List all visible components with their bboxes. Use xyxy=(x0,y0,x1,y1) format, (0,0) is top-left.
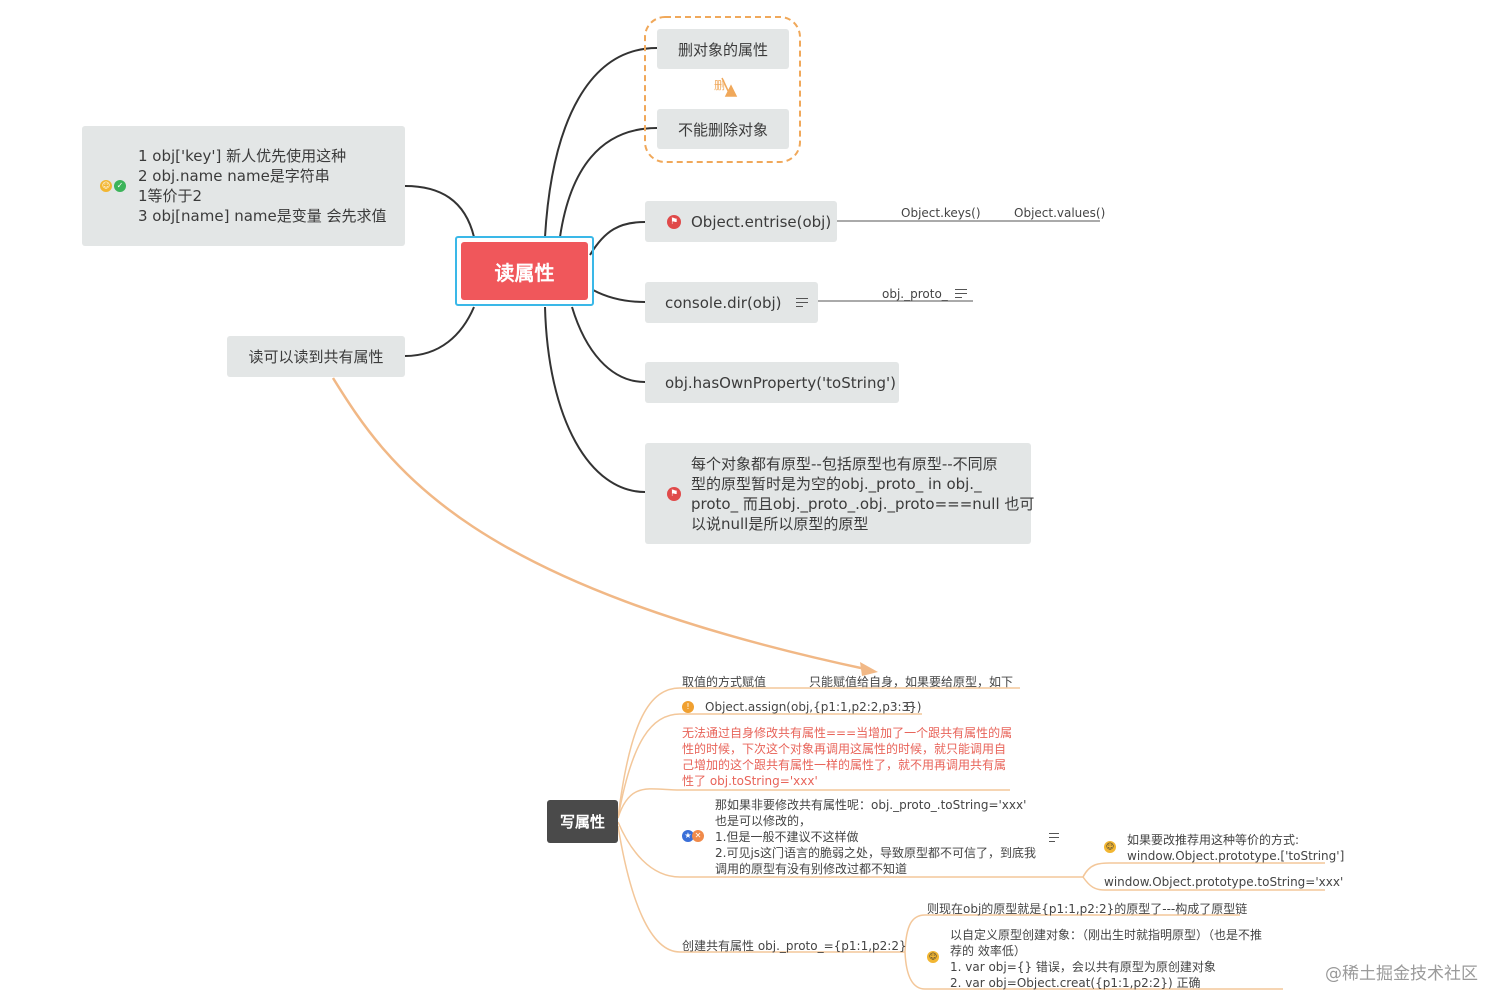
ways-line: 1 obj['key'] 新人优先使用这种 xyxy=(138,147,347,165)
modify-line: 2.可见js这门语言的脆弱之处，导致原型都不可信了，到底我 xyxy=(715,846,1037,860)
shared-read-arrowhead xyxy=(860,662,878,676)
entries-child-values[interactable]: Object.values() xyxy=(1014,206,1106,220)
write-conn-create xyxy=(617,825,905,953)
delete-group-frame xyxy=(644,16,801,163)
create-custom-branch xyxy=(904,951,1283,990)
write-conn-modify xyxy=(617,821,1083,878)
proto-line: 以说null是所以原型的原型 xyxy=(691,514,869,533)
modify-line: 也是可以修改的， xyxy=(715,814,812,828)
delete-relation-label: 删 xyxy=(714,79,725,92)
ways-node[interactable]: ☺ ✓ 1 obj['key'] 新人优先使用这种 2 obj.name nam… xyxy=(82,126,405,246)
warning-line: 性的时候，下次这个对象再调用这属性的时候，就只能调用自 xyxy=(682,742,1007,756)
connector-delete xyxy=(544,47,658,238)
cannot-delete-label: 不能删除对象 xyxy=(677,120,768,139)
warning-line: 性了 obj.toString='xxx' xyxy=(682,774,818,788)
entries-child-keys[interactable]: Object.keys() xyxy=(901,206,981,220)
modify-alt-branch xyxy=(1082,876,1325,891)
star-icon: ★ xyxy=(682,830,694,842)
read-center-label: 读属性 xyxy=(494,260,555,285)
ways-line: 2 obj.name name是字符串 xyxy=(138,167,330,185)
connector-proto xyxy=(544,306,646,493)
check-icon: ✓ xyxy=(114,180,126,192)
custom-line: 2. var obj=Object.creat({p1:1,p2:2}) 正确 xyxy=(950,976,1201,990)
chain-note[interactable]: 则现在obj的原型就是{p1:1,p2:2}的原型了---构成了原型链 xyxy=(927,902,1248,916)
modify-line: 1.但是一般不建议不这样做 xyxy=(715,830,859,844)
modify-text[interactable]: 那如果非要修改共有属性呢：obj._proto_.toString='xxx' … xyxy=(715,797,1036,877)
recommend-text[interactable]: 如果要改推荐用这种等价的方式: window.Object.prototype.… xyxy=(1127,832,1344,864)
note-icon xyxy=(904,699,914,714)
delete-relation-arrow xyxy=(721,77,738,97)
note-icon xyxy=(795,295,808,310)
recommend-line: 如果要改推荐用这种等价的方式: xyxy=(1127,833,1300,847)
cannot-delete-node[interactable]: 不能删除对象 xyxy=(657,109,789,149)
write-center-label: 写属性 xyxy=(559,813,605,831)
create-chain-branch xyxy=(904,914,1240,953)
read-center-frame: 读属性 xyxy=(455,236,594,306)
write-conn-warning xyxy=(617,788,1010,819)
write-conn-object-assign xyxy=(617,713,922,819)
read-center-node[interactable]: 读属性 xyxy=(461,242,588,300)
create-shared[interactable]: 创建共有属性 obj._proto_={p1:1,p2:2} xyxy=(682,939,907,953)
proto-line: 型的原型暂时是为空的obj._proto_ in obj._ xyxy=(691,474,982,493)
warning-line: 己增加的这个跟共有属性一样的属性了，就不用再调用共有属 xyxy=(682,758,1007,772)
console-dir-node[interactable]: console.dir(obj) xyxy=(645,282,818,323)
connector-cannot-delete xyxy=(559,127,658,238)
proto-text: 每个对象都有原型--包括原型也有原型--不同原 型的原型暂时是为空的obj._p… xyxy=(691,454,1034,534)
ways-line: 3 obj[name] name是变量 会先求值 xyxy=(138,207,387,225)
proto-line: proto_ 而且obj._proto_.obj._proto===null 也… xyxy=(691,494,1035,513)
custom-text[interactable]: 以自定义原型创建对象：（刚出生时就指明原型）（也是不推 荐的 效率低） 1. v… xyxy=(950,927,1262,991)
shared-read-label: 读可以读到共有属性 xyxy=(248,348,384,366)
assign-way[interactable]: 取值的方式赋值 xyxy=(682,675,767,689)
modify-line: 那如果非要修改共有属性呢：obj._proto_.toString='xxx' xyxy=(715,798,1027,812)
console-child[interactable]: obj._proto_ xyxy=(882,287,948,301)
flag-icon: ⚑ xyxy=(667,486,681,501)
recommend-alt[interactable]: window.Object.prototype.toString='xxx' xyxy=(1104,875,1344,889)
note-icon xyxy=(1049,830,1059,845)
warning-line: 无法通过自身修改共有属性===当增加了一个跟共有属性的属 xyxy=(682,726,1013,740)
modify-recommend-branch xyxy=(1082,862,1325,878)
connector-ways xyxy=(404,185,475,238)
laugh-icon: ✕ xyxy=(692,830,704,842)
connector-has-own xyxy=(571,306,646,383)
object-assign[interactable]: Object.assign(obj,{p1:1,p2:2,p3:3}) xyxy=(705,700,922,714)
recommend-line: window.Object.prototype.['toString'] xyxy=(1127,849,1345,863)
assign-way-child[interactable]: 只能赋值给自身，如果要给原型，如下 xyxy=(809,675,1014,689)
delete-title-label: 删对象的属性 xyxy=(677,40,768,59)
has-own-label: obj.hasOwnProperty('toString') xyxy=(665,373,896,392)
note-icon xyxy=(955,286,967,301)
ways-line: 1等价于2 xyxy=(138,187,203,205)
proto-node[interactable]: ⚑ 每个对象都有原型--包括原型也有原型--不同原 型的原型暂时是为空的obj.… xyxy=(645,443,1034,544)
info-icon: ! xyxy=(682,701,694,713)
write-center-node[interactable]: 写属性 xyxy=(547,800,618,843)
custom-line: 荐的 效率低） xyxy=(950,944,1026,958)
delete-title-node[interactable]: 删对象的属性 xyxy=(657,29,789,69)
has-own-node[interactable]: obj.hasOwnProperty('toString') xyxy=(645,362,899,403)
modify-line: 调用的原型有没有别修改过都不知道 xyxy=(715,862,908,876)
connector-entries xyxy=(589,221,646,256)
entries-node[interactable]: ⚑ Object.entrise(obj) xyxy=(645,201,837,242)
connector-console xyxy=(592,289,646,303)
watermark: @稀土掘金技术社区 xyxy=(1325,964,1478,984)
smile-icon: ☺ xyxy=(100,180,112,192)
connector-shared-read xyxy=(404,306,475,357)
shared-read-node[interactable]: 读可以读到共有属性 xyxy=(227,336,405,377)
proto-line: 每个对象都有原型--包括原型也有原型--不同原 xyxy=(691,454,998,473)
shared-read-arrow xyxy=(331,377,871,672)
entries-label: Object.entrise(obj) xyxy=(691,212,832,231)
warning-text[interactable]: 无法通过自身修改共有属性===当增加了一个跟共有属性的属 性的时候，下次这个对象… xyxy=(682,725,1012,789)
custom-line: 1. var obj={} 错误，会以共有原型为原创建对象 xyxy=(950,960,1216,974)
ways-text: 1 obj['key'] 新人优先使用这种 2 obj.name name是字符… xyxy=(138,146,387,226)
custom-line: 以自定义原型创建对象：（刚出生时就指明原型）（也是不推 xyxy=(950,928,1263,942)
smile-icon: ☺ xyxy=(927,951,939,963)
flag-icon: ⚑ xyxy=(667,214,681,229)
write-conn-assign xyxy=(617,687,1020,819)
console-dir-label: console.dir(obj) xyxy=(665,293,782,312)
grin-icon: ☺ xyxy=(1104,841,1116,853)
